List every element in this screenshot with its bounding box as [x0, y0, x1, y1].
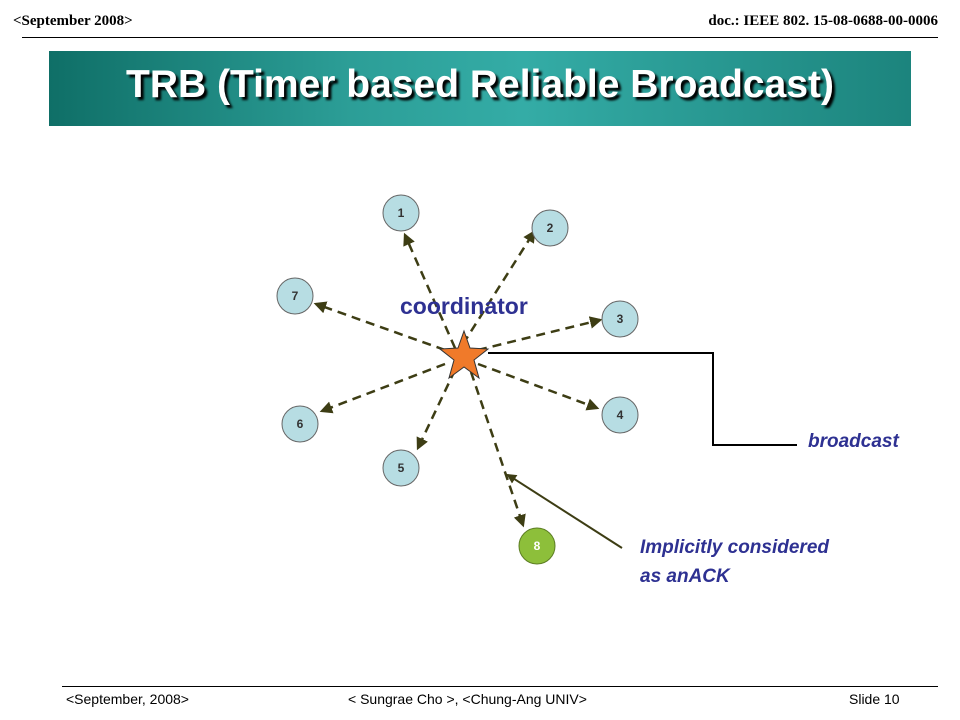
node-4-label: 4: [617, 408, 624, 422]
ack-pointer-arrow: [506, 473, 623, 549]
broadcast-connector: [488, 352, 797, 446]
ack-label-line1: Implicitly considered: [640, 537, 829, 558]
arrow-to-node-6: [319, 362, 446, 414]
arrow-to-node-1: [403, 232, 457, 349]
header-rule: [22, 37, 938, 38]
node-1: [382, 194, 420, 232]
node-7-label: 7: [292, 289, 299, 303]
slide-number: Slide 10: [849, 691, 900, 707]
node-6: [281, 405, 319, 443]
node-2: [531, 209, 569, 247]
node-8-label: 8: [534, 539, 541, 553]
arrow-to-node-4: [477, 362, 600, 411]
arrow-to-node-8: [469, 371, 526, 528]
header-doc-id: doc.: IEEE 802. 15-08-0688-00-0006: [708, 13, 938, 29]
node-6-label: 6: [297, 417, 304, 431]
ack-label-line2: as anACK: [640, 566, 731, 587]
node-8: [518, 527, 556, 565]
arrow-to-node-7: [313, 301, 446, 352]
footer-rule: [62, 686, 938, 687]
coordinator-star-icon: [438, 329, 490, 380]
broadcast-label: broadcast: [808, 431, 899, 452]
node-4: [601, 396, 639, 434]
coordinator-label: coordinator: [400, 293, 528, 319]
node-5-label: 5: [398, 461, 405, 475]
footer-author: < Sungrae Cho >, <Chung-Ang UNIV>: [348, 691, 587, 707]
node-2-label: 2: [547, 221, 554, 235]
slide-title: TRB (Timer based Reliable Broadcast): [126, 63, 834, 106]
arrow-to-node-5: [416, 369, 457, 451]
node-3: [601, 300, 639, 338]
node-3-label: 3: [617, 312, 624, 326]
footer-date: <September, 2008>: [66, 691, 189, 707]
arrow-to-node-3: [477, 316, 603, 352]
node-7: [276, 277, 314, 315]
header-date: <September 2008>: [13, 13, 133, 29]
title-banner: TRB (Timer based Reliable Broadcast): [49, 51, 911, 126]
arrow-to-node-2: [461, 229, 536, 345]
node-5: [382, 449, 420, 487]
node-1-label: 1: [398, 206, 405, 220]
